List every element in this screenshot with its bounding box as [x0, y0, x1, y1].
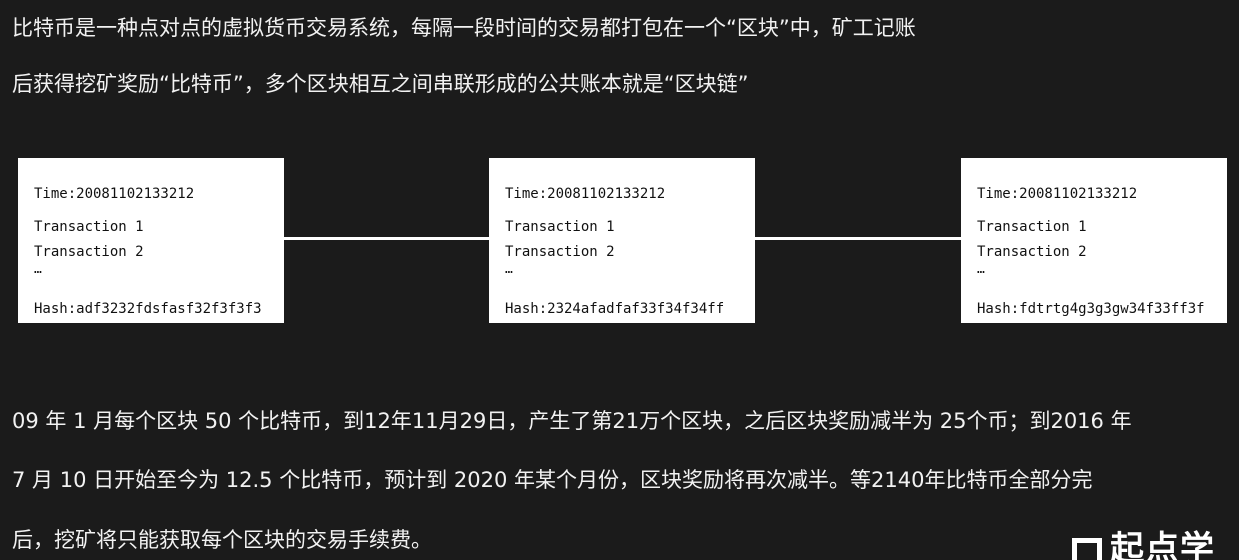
block-time: Time:20081102133212	[505, 186, 666, 202]
block-transaction-2: Transaction 2	[505, 244, 615, 260]
brand-logo: 起点学	[1072, 530, 1215, 560]
chain-link-2-3	[755, 237, 961, 240]
block-3: Time:20081102133212 Transaction 1 Transa…	[961, 158, 1227, 323]
block-hash: Hash:2324afadfaf33f34f34ff	[505, 301, 725, 317]
block-transaction-1: Transaction 1	[34, 219, 144, 235]
block-1: Time:20081102133212 Transaction 1 Transa…	[18, 158, 284, 323]
block-transaction-1: Transaction 1	[977, 219, 1087, 235]
block-hash: Hash:fdtrtg4g3g3gw34f33ff3f	[977, 301, 1205, 317]
notes-line-1: 09 年 1 月每个区块 50 个比特币，到12年11月29日，产生了第21万个…	[12, 409, 1132, 433]
block-hash: Hash:adf3232fdsfasf32f3f3f3	[34, 301, 262, 317]
logo-mark-icon	[1072, 538, 1102, 560]
logo-text: 起点学	[1110, 529, 1215, 560]
block-more-transactions: …	[34, 262, 42, 277]
block-transaction-2: Transaction 2	[977, 244, 1087, 260]
intro-line-1: 比特币是一种点对点的虚拟货币交易系统，每隔一段时间的交易都打包在一个“区块”中，…	[12, 16, 916, 40]
block-more-transactions: …	[505, 262, 513, 277]
block-more-transactions: …	[977, 262, 985, 277]
chain-link-1-2	[283, 237, 489, 240]
block-transaction-1: Transaction 1	[505, 219, 615, 235]
block-2: Time:20081102133212 Transaction 1 Transa…	[489, 158, 755, 323]
notes-line-3: 后，挖矿将只能获取每个区块的交易手续费。	[12, 528, 432, 552]
block-time: Time:20081102133212	[34, 186, 195, 202]
intro-line-2: 后获得挖矿奖励“比特币”，多个区块相互之间串联形成的公共账本就是“区块链”	[12, 72, 749, 96]
block-transaction-2: Transaction 2	[34, 244, 144, 260]
block-time: Time:20081102133212	[977, 186, 1138, 202]
notes-line-2: 7 月 10 日开始至今为 12.5 个比特币，预计到 2020 年某个月份，区…	[12, 468, 1093, 492]
